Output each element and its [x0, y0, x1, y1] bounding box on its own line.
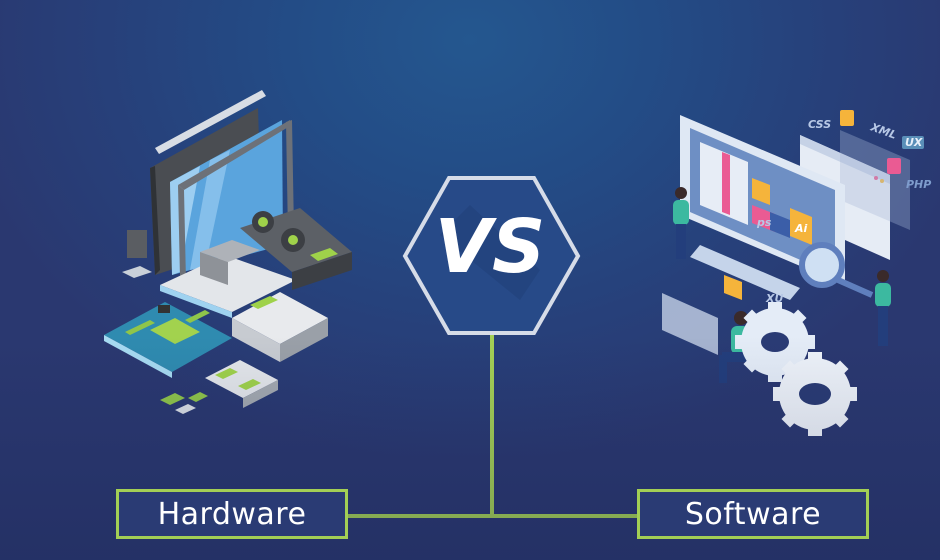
person-right: [875, 270, 891, 346]
ps-tag: ps: [756, 216, 772, 229]
ai-tile: [790, 208, 812, 245]
vs-badge: VS: [402, 176, 581, 335]
monitor-stand: [690, 245, 800, 300]
optical-drive: [232, 292, 328, 362]
gear-icon: [773, 352, 857, 436]
php-tag: PHP: [906, 178, 931, 191]
small-part: [160, 393, 185, 405]
pink-bar: [722, 152, 730, 215]
code-panel: [662, 293, 718, 355]
ux-tag: UX: [905, 136, 923, 149]
software-monitor: ps Ai: [680, 115, 845, 300]
xu-tag: XU: [765, 292, 783, 305]
small-part: [175, 404, 196, 414]
code-tile: [724, 275, 742, 300]
hardware-label: Hardware: [157, 496, 307, 532]
vs-shadow: [440, 205, 540, 300]
fan-icon: [258, 217, 268, 227]
software-label-box: Software: [637, 489, 869, 539]
gear-icon: [735, 302, 815, 382]
pink-tile: [887, 158, 901, 174]
hard-disk: [205, 360, 278, 408]
software-label: Software: [684, 496, 822, 532]
fan-icon: [288, 235, 298, 245]
small-chip: [122, 266, 152, 278]
ai-tag: Ai: [794, 222, 808, 235]
motherboard: [104, 302, 232, 378]
person-left: [673, 187, 689, 259]
monitor-top-bar: [155, 90, 266, 154]
vs-text: VS: [435, 204, 546, 290]
small-part: [188, 392, 208, 402]
css-tile: [840, 110, 854, 126]
graphics-card: [240, 208, 352, 290]
monitor-bezel: [178, 185, 186, 282]
hardware-label-box: Hardware: [116, 489, 348, 539]
xml-tag: XML: [868, 120, 898, 142]
ux-tile: [902, 136, 924, 149]
css-tag: CSS: [808, 118, 831, 131]
magnifier-icon: [799, 242, 874, 298]
power-connector: [127, 230, 147, 258]
